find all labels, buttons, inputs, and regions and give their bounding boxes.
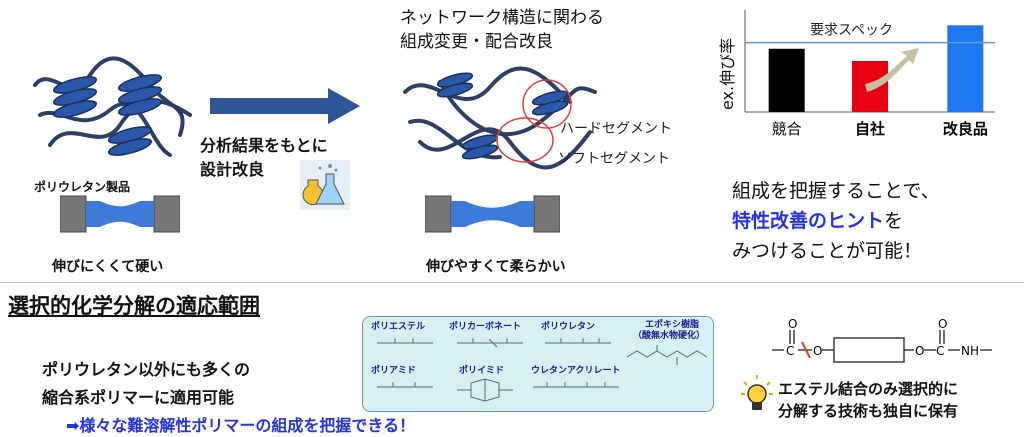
structure-polycarbonate [457, 338, 523, 348]
structure-epoxy [626, 345, 708, 365]
section-highlight: ➡様々な難溶解性ポリマーの組成を把握できる！ [66, 416, 416, 435]
section-divider [0, 282, 1024, 283]
structure-polyamide [377, 382, 433, 388]
ester-structure: O O C O O C NH [772, 318, 992, 363]
bar-chart-svg: 競合 自社 改良品 要求スペック [744, 10, 995, 138]
bar-2 [947, 25, 984, 112]
specimen-soft [425, 195, 560, 233]
right-text-3: みつけることが可能！ [732, 240, 923, 262]
polymer-epoxy: エポキシ樹脂 [645, 320, 700, 330]
lightbulb-icon [741, 375, 773, 410]
structure-polyurethane [545, 338, 611, 344]
polymer-polyimide: ポリイミド [459, 366, 505, 376]
svg-text:O: O [788, 318, 797, 331]
right-text-suffix: を [884, 210, 904, 232]
flask-icon [300, 160, 350, 210]
specimen-hard [60, 195, 180, 233]
section-body-1: ポリウレタン以外にも多くの [42, 360, 251, 379]
polymer-polyamide: ポリアミド [371, 366, 416, 376]
polymer-epoxy-note: （酸無水物硬化） [633, 331, 706, 341]
hard-segment-label: ハードセグメント [560, 121, 672, 137]
product-label: ポリウレタン製品 [34, 180, 131, 194]
svg-text:NH: NH [961, 344, 979, 358]
ester-caption-1: エステル結合のみ選択的に [778, 380, 959, 398]
structure-polyester [377, 338, 433, 344]
mid-heading-1: ネットワーク構造に関わる [400, 8, 604, 28]
caption-hard: 伸びにくくて硬い [52, 259, 164, 275]
right-text-hint: 特性改善のヒント [732, 210, 885, 232]
chart-ylabel: ex.伸び率 [718, 37, 737, 110]
structure-polyimide [457, 378, 513, 402]
arrow-caption-2: 設計改良 [200, 160, 265, 179]
structure-urethane-acrylate [533, 382, 619, 388]
improvement-arrow [865, 48, 919, 92]
polymer-polyester: ポリエステル [371, 322, 426, 332]
bar-label-0: 競合 [772, 120, 802, 138]
mid-heading-2: 組成変更・配合改良 [400, 32, 553, 52]
bar-label-1: 自社 [855, 120, 885, 138]
svg-text:O: O [813, 344, 822, 358]
svg-text:O: O [938, 318, 947, 331]
svg-text:C: C [786, 344, 794, 358]
bar-label-2: 改良品 [943, 120, 988, 138]
svg-text:C: C [936, 344, 944, 358]
bar-0 [768, 48, 805, 112]
soft-segment-label: ソフトセグメント [558, 151, 670, 167]
process-arrow [210, 88, 360, 124]
polymer-polycarbonate: ポリカーボネート [449, 322, 522, 332]
polymer-urethane-acrylate: ウレタンアクリレート [531, 366, 621, 376]
right-text-1: 組成を把握することで、 [732, 180, 940, 202]
spec-label: 要求スペック [810, 23, 893, 39]
polymer-panel: ポリエステル ポリカーボネート ポリウレタン エポキシ樹脂 （酸無水物硬化） ポ… [362, 316, 714, 412]
arrow-caption-1: 分析結果をもとに [200, 136, 328, 155]
bar-chart: 競合 自社 改良品 要求スペック [705, 0, 1005, 150]
caption-soft: 伸びやすくて柔らかい [426, 259, 566, 275]
section-body-2: 縮合系ポリマーに適用可能 [42, 388, 235, 407]
polymer-polyurethane: ポリウレタン [541, 322, 596, 332]
section-title: 選択的化学分解の適応範囲 [8, 294, 260, 318]
network-diagram-soft [403, 66, 597, 170]
ester-caption-2: 分解する技術も独自に保有 [778, 402, 959, 420]
network-diagram-hard [33, 56, 192, 157]
svg-text:O: O [915, 344, 924, 358]
